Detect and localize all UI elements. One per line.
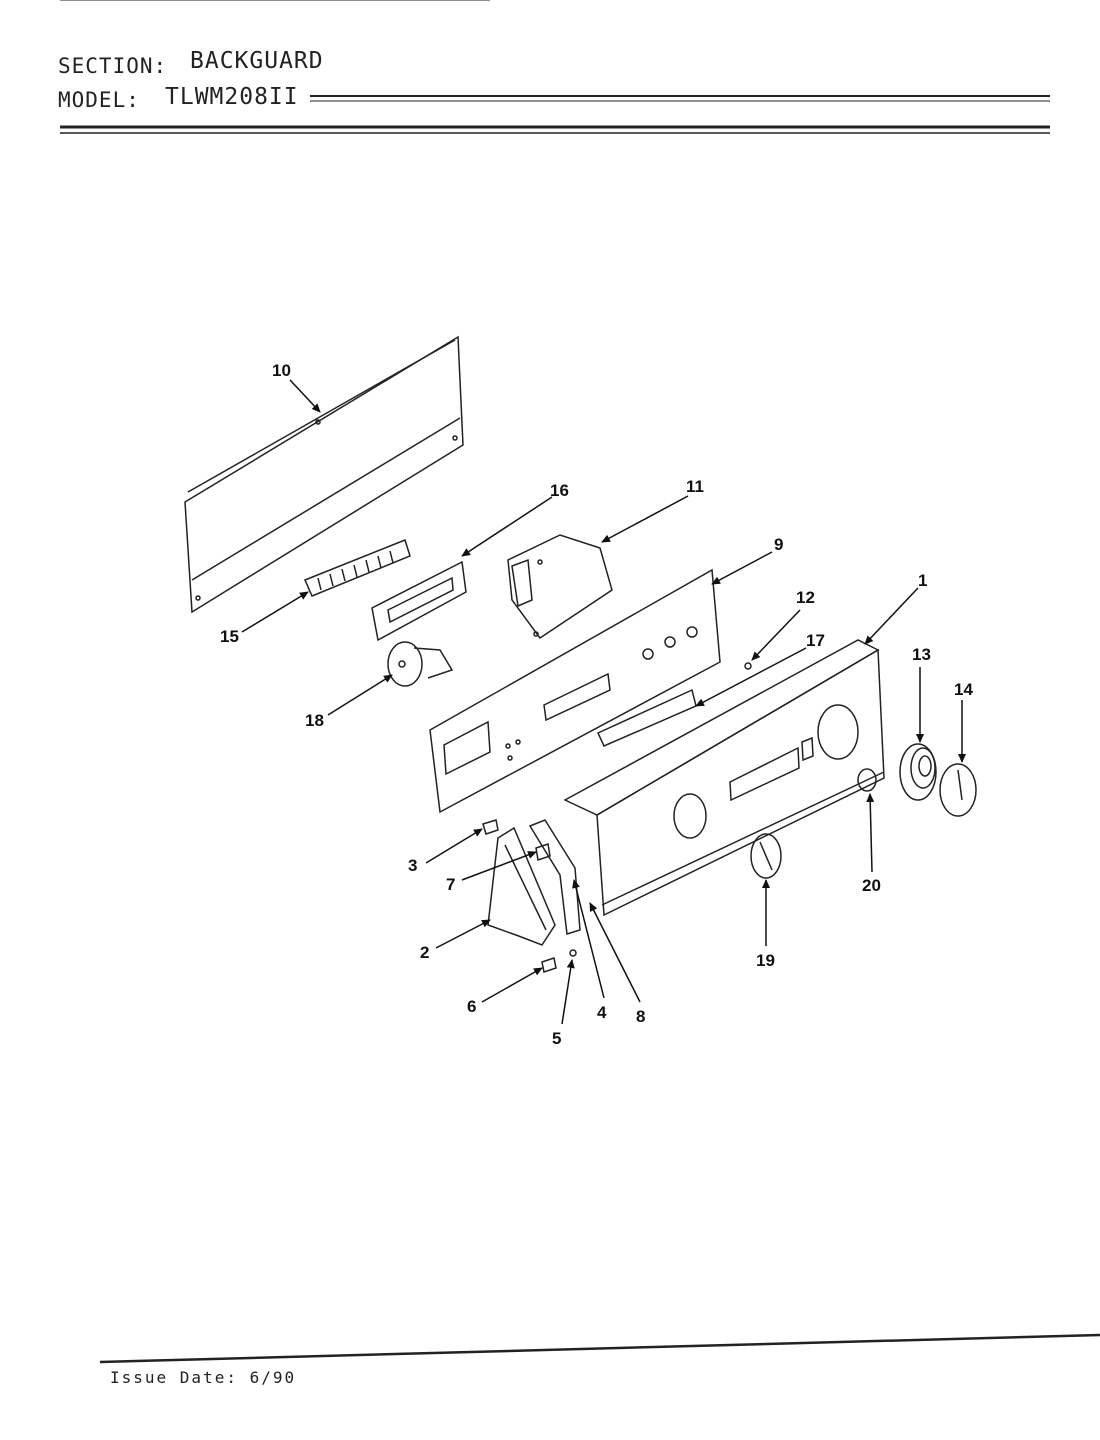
part-5-screw bbox=[569, 949, 577, 957]
footer-rules bbox=[99, 1333, 1100, 1364]
callout-10: 10 bbox=[272, 361, 291, 380]
part-14-knob bbox=[939, 763, 977, 817]
callout-17: 17 bbox=[806, 631, 825, 650]
part-12-screw bbox=[744, 662, 752, 670]
callout-3: 3 bbox=[408, 856, 417, 875]
part-4-side-trim bbox=[528, 819, 581, 935]
callout-5: 5 bbox=[552, 1029, 561, 1048]
part-9-mounting-plate bbox=[429, 568, 721, 814]
callout-9: 9 bbox=[774, 535, 783, 554]
callout-1: 1 bbox=[918, 571, 927, 590]
callout-18: 18 bbox=[305, 711, 324, 730]
part-10-rear-panel bbox=[184, 335, 464, 614]
callout-6: 6 bbox=[467, 997, 476, 1016]
part-6-clip bbox=[541, 957, 557, 973]
part-11-timer bbox=[507, 534, 613, 640]
callout-19: 19 bbox=[756, 951, 775, 970]
callout-4: 4 bbox=[597, 1003, 607, 1022]
model-label: MODEL: bbox=[58, 88, 140, 112]
callout-13: 13 bbox=[912, 645, 931, 664]
part-18-switch bbox=[387, 641, 454, 687]
leader-lines bbox=[241, 379, 966, 1025]
callout-12: 12 bbox=[796, 588, 815, 607]
part-20-small-knob bbox=[857, 768, 877, 792]
callout-20: 20 bbox=[862, 876, 881, 895]
part-15-terminal-block bbox=[304, 539, 411, 597]
callout-14: 14 bbox=[954, 680, 973, 699]
header-rules bbox=[60, 0, 1050, 134]
part-17-lens bbox=[597, 688, 697, 747]
part-1-console bbox=[563, 639, 885, 917]
callout-11: 11 bbox=[686, 477, 704, 496]
part-13-knob-base bbox=[899, 743, 937, 801]
callout-15: 15 bbox=[220, 627, 239, 646]
callout-7: 7 bbox=[446, 875, 455, 894]
part-3-clip bbox=[482, 819, 499, 835]
part-16-bracket bbox=[371, 560, 467, 642]
callout-labels: 10 16 11 9 1 12 17 15 18 13 14 20 19 3 7… bbox=[220, 361, 973, 1048]
issue-date: Issue Date: 6/90 bbox=[110, 1368, 297, 1387]
part-19-timer-knob bbox=[750, 833, 782, 879]
callout-8: 8 bbox=[636, 1007, 645, 1026]
section-label: SECTION: bbox=[58, 54, 168, 78]
model-value: TLWM208II bbox=[165, 84, 299, 110]
section-value: BACKGUARD bbox=[190, 48, 324, 74]
part-7-screw bbox=[535, 843, 551, 861]
callout-16: 16 bbox=[550, 481, 569, 500]
callout-2: 2 bbox=[420, 943, 429, 962]
